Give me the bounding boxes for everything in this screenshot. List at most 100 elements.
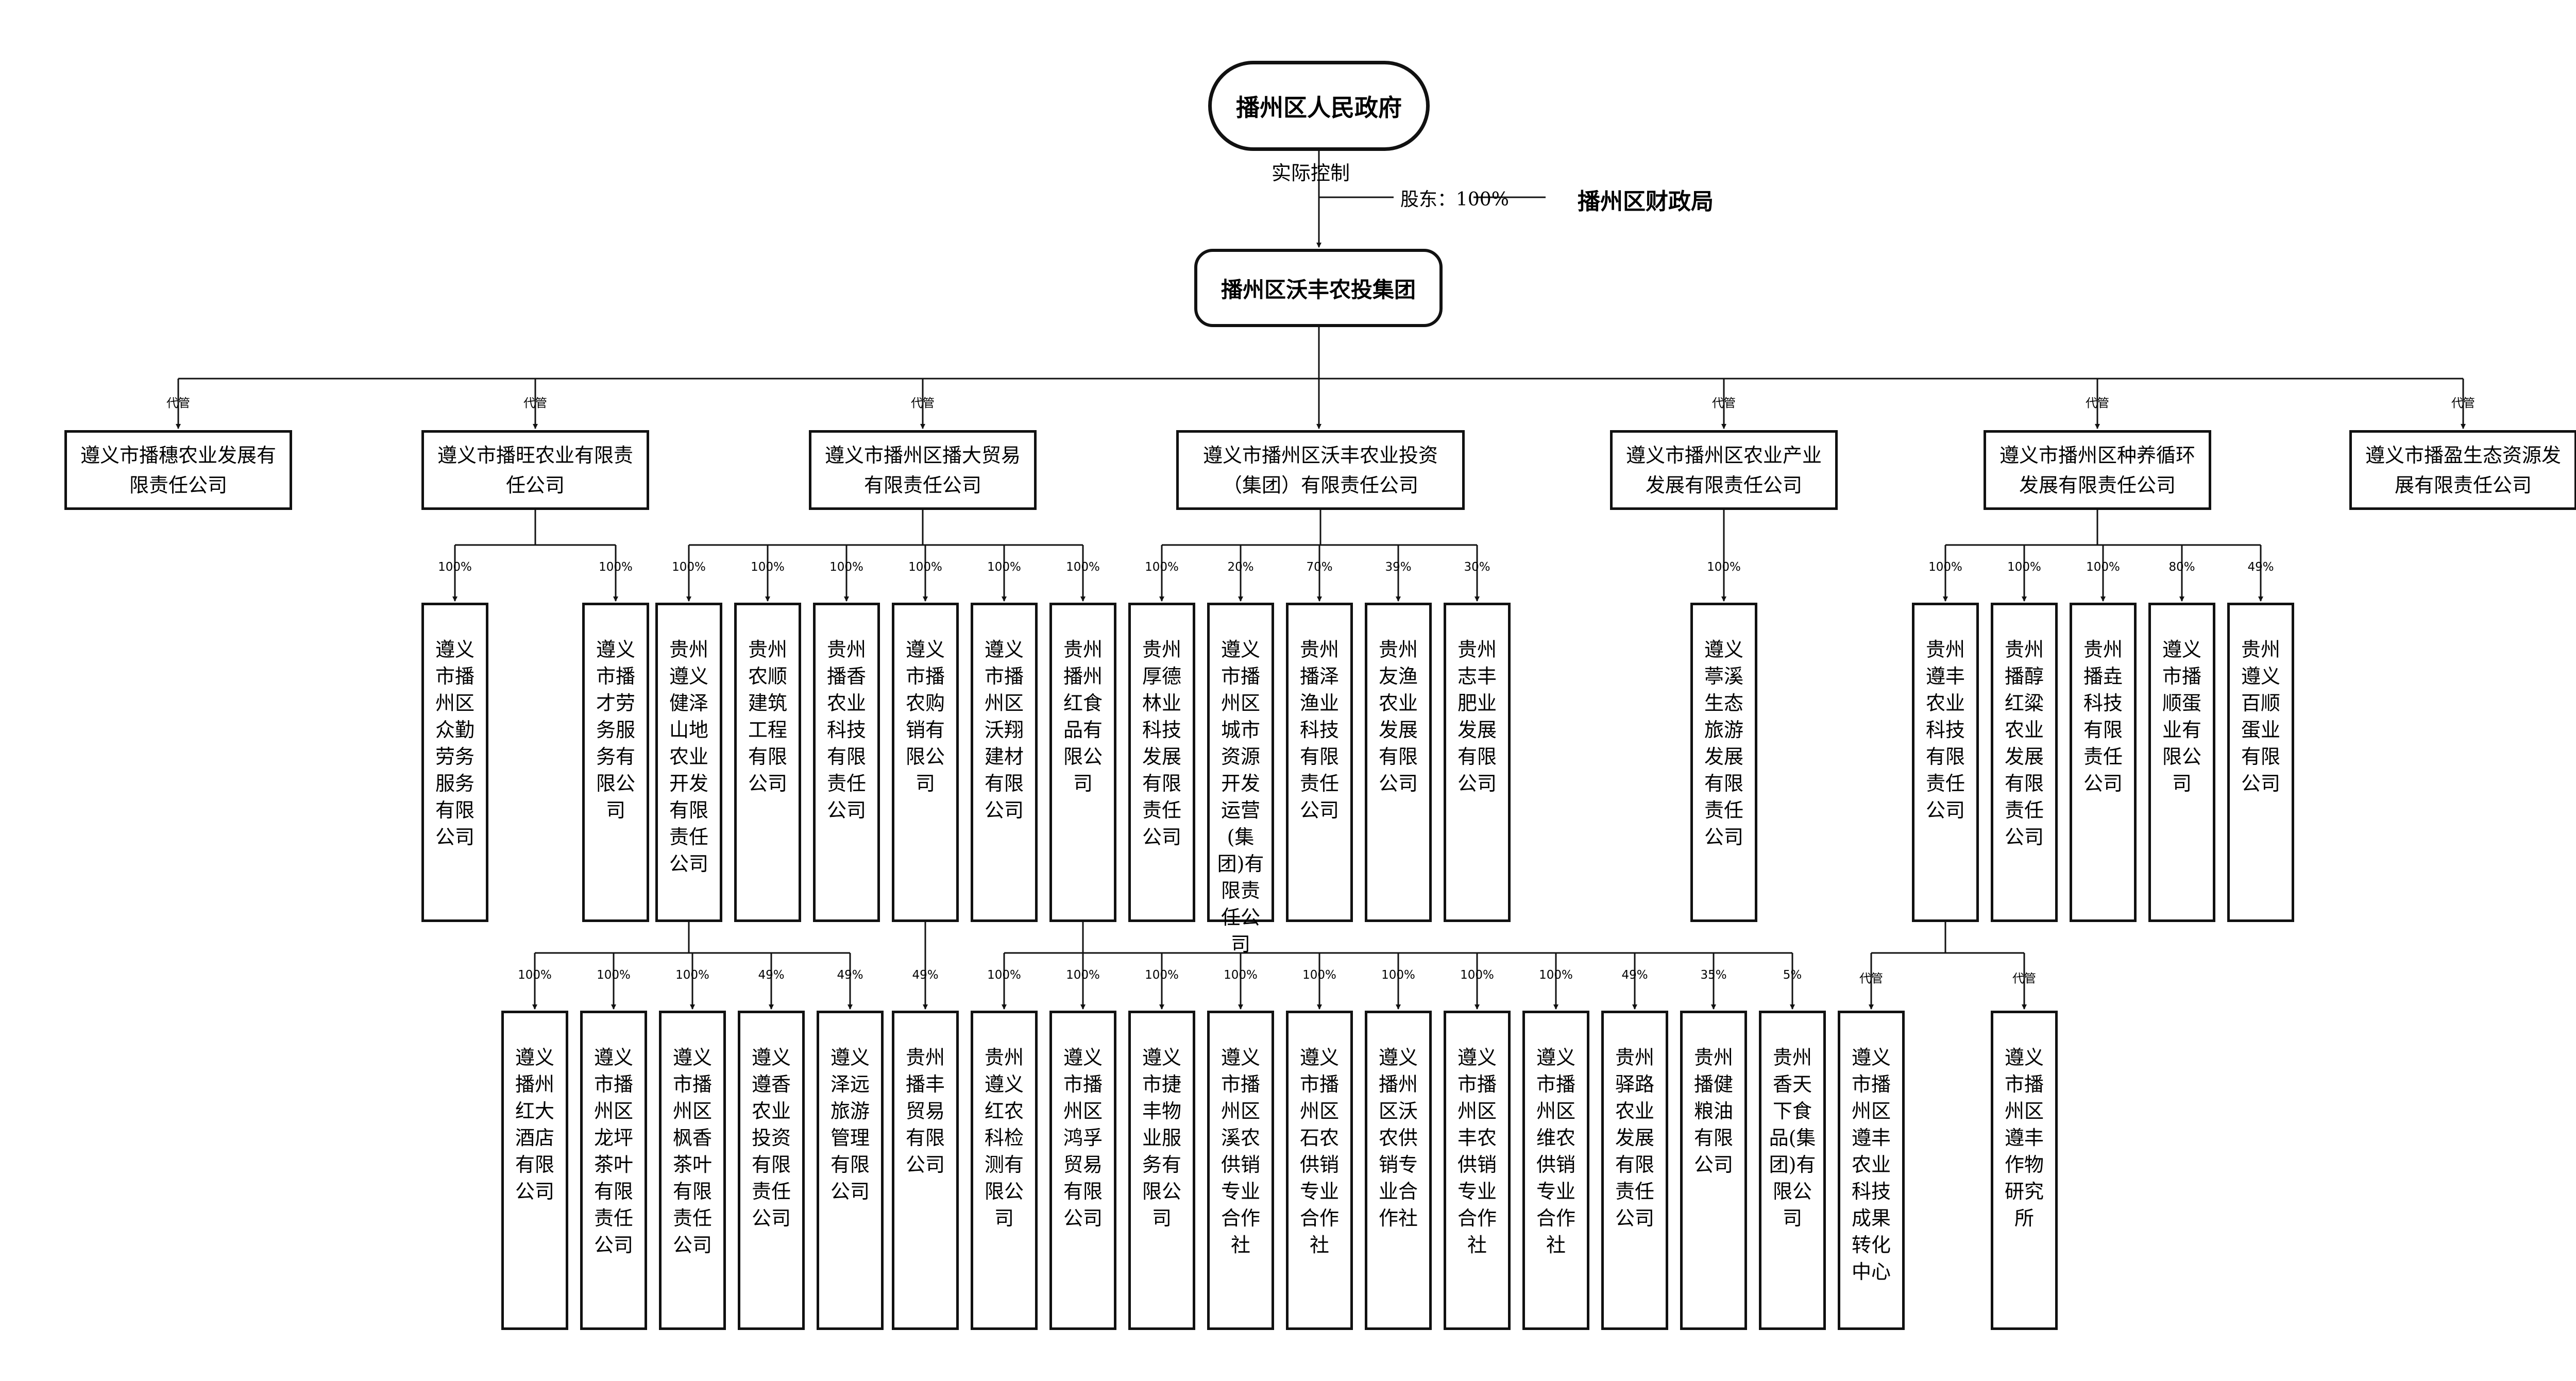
- tier3-label: 遵义市播州区鸿孚贸易有限公司: [1063, 1046, 1103, 1230]
- tier3-node: 遵义市捷丰物业服务有限公司: [1128, 1011, 1195, 1330]
- tier3-pct: 100%: [1066, 968, 1100, 982]
- tier3-pct: 100%: [518, 968, 552, 982]
- tier2-node: 遵义市播才劳务服务有限公司: [582, 603, 649, 922]
- group-label: 播州区沃丰农投集团: [1221, 277, 1416, 302]
- tier1-node: 遵义市播州区沃丰农业投资（集团）有限责任公司: [1176, 430, 1465, 510]
- tier2-label: 贵州播醇红粱农业发展有限责任公司: [2004, 638, 2044, 848]
- tier3-node: 贵州播丰贸易有限公司: [892, 1011, 959, 1330]
- tier1-tag: 代管: [523, 397, 547, 410]
- tier2-pct: 100%: [751, 560, 785, 574]
- tier2-pct: 100%: [1066, 560, 1100, 574]
- tier2-label: 贵州播泽渔业科技有限责任公司: [1299, 638, 1339, 822]
- tier3-label: 贵州驿路农业发展有限责任公司: [1615, 1046, 1654, 1230]
- tier2-label: 贵州遵丰农业科技有限责任公司: [1925, 638, 1965, 822]
- tier3-node: 遵义遵香农业投资有限责任公司: [738, 1011, 805, 1330]
- tier2-pct: 100%: [1928, 560, 1962, 574]
- tier3-node: 遵义市播州区维农供销专业合作社: [1522, 1011, 1589, 1330]
- tier2-pct: 100%: [908, 560, 942, 574]
- tier2-pct: 100%: [1707, 560, 1741, 574]
- tier3-pct: 100%: [1302, 968, 1336, 982]
- tier2-pct: 100%: [2007, 560, 2041, 574]
- tier3-label: 遵义市播州区遵丰农业科技成果转化中心: [1851, 1046, 1891, 1283]
- tier3-node: 贵州香天下食品(集团)有限公司: [1759, 1011, 1826, 1330]
- tier2-node: 贵州播醇红粱农业发展有限责任公司: [1991, 603, 2058, 922]
- tier1-label: 遵义市播穗农业发展有限责任公司: [80, 444, 276, 497]
- tier3-node: 遵义市播州区丰农供销专业合作社: [1444, 1011, 1511, 1330]
- tier2-pct: 100%: [2086, 560, 2120, 574]
- tier1-label: 遵义市播旺农业有限责任公司: [437, 444, 633, 497]
- tier3-label: 遵义市播州区维农供销专业合作社: [1536, 1046, 1575, 1256]
- tier1-node: 遵义市播州区播大贸易有限责任公司: [809, 430, 1037, 510]
- tier3-label: 遵义播州红大酒店有限公司: [515, 1046, 554, 1203]
- tier2-label: 遵义市播州区沃翔建材有限公司: [984, 638, 1024, 822]
- tier1-tag: 代管: [1712, 397, 1736, 410]
- tier2-node: 贵州厚德林业科技发展有限责任公司: [1128, 603, 1195, 922]
- tier2-node: 遵义市播州区城市资源开发运营(集团)有限责任公司: [1207, 603, 1274, 956]
- tier3-node: 遵义市播州区枫香茶叶有限责任公司: [659, 1011, 726, 1330]
- tier3-pct: 100%: [1539, 968, 1573, 982]
- tier2-node: 贵州播香农业科技有限责任公司: [813, 603, 880, 922]
- government-node: 播州区人民政府: [1208, 61, 1430, 151]
- tier2-label: 贵州厚德林业科技发展有限责任公司: [1142, 638, 1181, 848]
- tier2-pct: 70%: [1306, 560, 1333, 574]
- tier3-pct: 100%: [1460, 968, 1494, 982]
- tier2-label: 贵州播州红食品有限公司: [1063, 638, 1103, 795]
- tier3-label: 遵义市播州区溪农供销专业合作社: [1221, 1046, 1260, 1256]
- tier3-label: 遵义市播州区遵丰作物研究所: [2004, 1046, 2044, 1230]
- tier3-pct: 100%: [1145, 968, 1179, 982]
- tier2-label: 遵义市播州区众勤劳务服务有限公司: [435, 638, 474, 848]
- tier3-label: 遵义市播州区石农供销专业合作社: [1299, 1046, 1339, 1256]
- tier2-pct: 100%: [829, 560, 863, 574]
- tier3-label: 遵义泽远旅游管理有限公司: [830, 1046, 870, 1203]
- tier2-node: 贵州农顺建筑工程有限公司: [734, 603, 801, 922]
- tier1-label: 遵义市播州区种养循环发展有限责任公司: [1999, 444, 2195, 497]
- tier1-tag: 代管: [2451, 397, 2475, 410]
- tier2-pct: 80%: [2168, 560, 2195, 574]
- tier2-node: 遵义市播州区沃翔建材有限公司: [971, 603, 1038, 922]
- tier3-pct: 100%: [1224, 968, 1258, 982]
- tier1-node: 遵义市播盈生态资源发展有限责任公司: [2349, 430, 2576, 510]
- tier1-node: 遵义市播州区种养循环发展有限责任公司: [1984, 430, 2211, 510]
- tier3-node: 遵义泽远旅游管理有限公司: [817, 1011, 884, 1330]
- tier2-pct: 39%: [1385, 560, 1412, 574]
- tier2-node: 贵州播泽渔业科技有限责任公司: [1286, 603, 1353, 922]
- tier1-label: 遵义市播州区农业产业发展有限责任公司: [1625, 444, 1822, 497]
- tier1-node: 遵义市播州区农业产业发展有限责任公司: [1610, 430, 1838, 510]
- tier2-node: 贵州播州红食品有限公司: [1049, 603, 1116, 922]
- tier3-node: 遵义市播州区石农供销专业合作社: [1286, 1011, 1353, 1330]
- tier3-pct: 49%: [758, 968, 785, 982]
- tier3-label: 贵州播健粮油有限公司: [1693, 1046, 1733, 1176]
- tier3-node: 遵义播州红大酒店有限公司: [501, 1011, 568, 1330]
- tier2-pct: 49%: [2247, 560, 2274, 574]
- tier3-label: 贵州遵义红农科检测有限公司: [984, 1046, 1024, 1230]
- tier2-pct: 20%: [1227, 560, 1254, 574]
- tier2-label: 遵义市播州区城市资源开发运营(集团)有限责任公司: [1217, 638, 1264, 956]
- tier2-label: 遵义市播农购销有限公司: [905, 638, 945, 795]
- tier3-node: 遵义播州区沃农供销专业合作社: [1365, 1011, 1432, 1330]
- tier3-pct: 100%: [597, 968, 631, 982]
- tier2-node: 遵义市播顺蛋业有限公司: [2148, 603, 2215, 922]
- tier3-pct: 100%: [1381, 968, 1415, 982]
- tier3-label: 遵义播州区沃农供销专业合作社: [1378, 1046, 1418, 1230]
- shareholder-label: 股东：100%: [1400, 189, 1509, 210]
- government-label: 播州区人民政府: [1236, 93, 1402, 122]
- tier2-pct: 30%: [1464, 560, 1490, 574]
- tier2-node: 贵州遵丰农业科技有限责任公司: [1912, 603, 1979, 922]
- tier2-pct: 100%: [1145, 560, 1179, 574]
- tier2-pct: 100%: [599, 560, 633, 574]
- tier2-label: 遵义市播才劳务服务有限公司: [596, 638, 635, 822]
- tier1-node: 遵义市播旺农业有限责任公司: [421, 430, 649, 510]
- tier2-label: 遵义葶溪生态旅游发展有限责任公司: [1704, 638, 1743, 848]
- tier3-label: 遵义市播州区枫香茶叶有限责任公司: [672, 1046, 712, 1256]
- tier1-tag: 代管: [911, 397, 935, 410]
- tier1-tag: 代管: [166, 397, 190, 410]
- tier2-label: 贵州友渔农业发展有限公司: [1378, 638, 1418, 795]
- tier2-node: 贵州遵义百顺蛋业有限公司: [2227, 603, 2294, 922]
- control-label: 实际控制: [1272, 162, 1350, 184]
- tier3-label: 贵州香天下食品(集团)有限公司: [1769, 1046, 1816, 1230]
- tier2-label: 贵州农顺建筑工程有限公司: [748, 638, 787, 795]
- tier2-label: 贵州播垚科技有限责任公司: [2083, 638, 2123, 795]
- group-node: 播州区沃丰农投集团: [1194, 249, 1443, 327]
- tier3-node: 遵义市播州区遵丰农业科技成果转化中心: [1838, 1011, 1905, 1330]
- tier2-node: 贵州播垚科技有限责任公司: [2070, 603, 2137, 922]
